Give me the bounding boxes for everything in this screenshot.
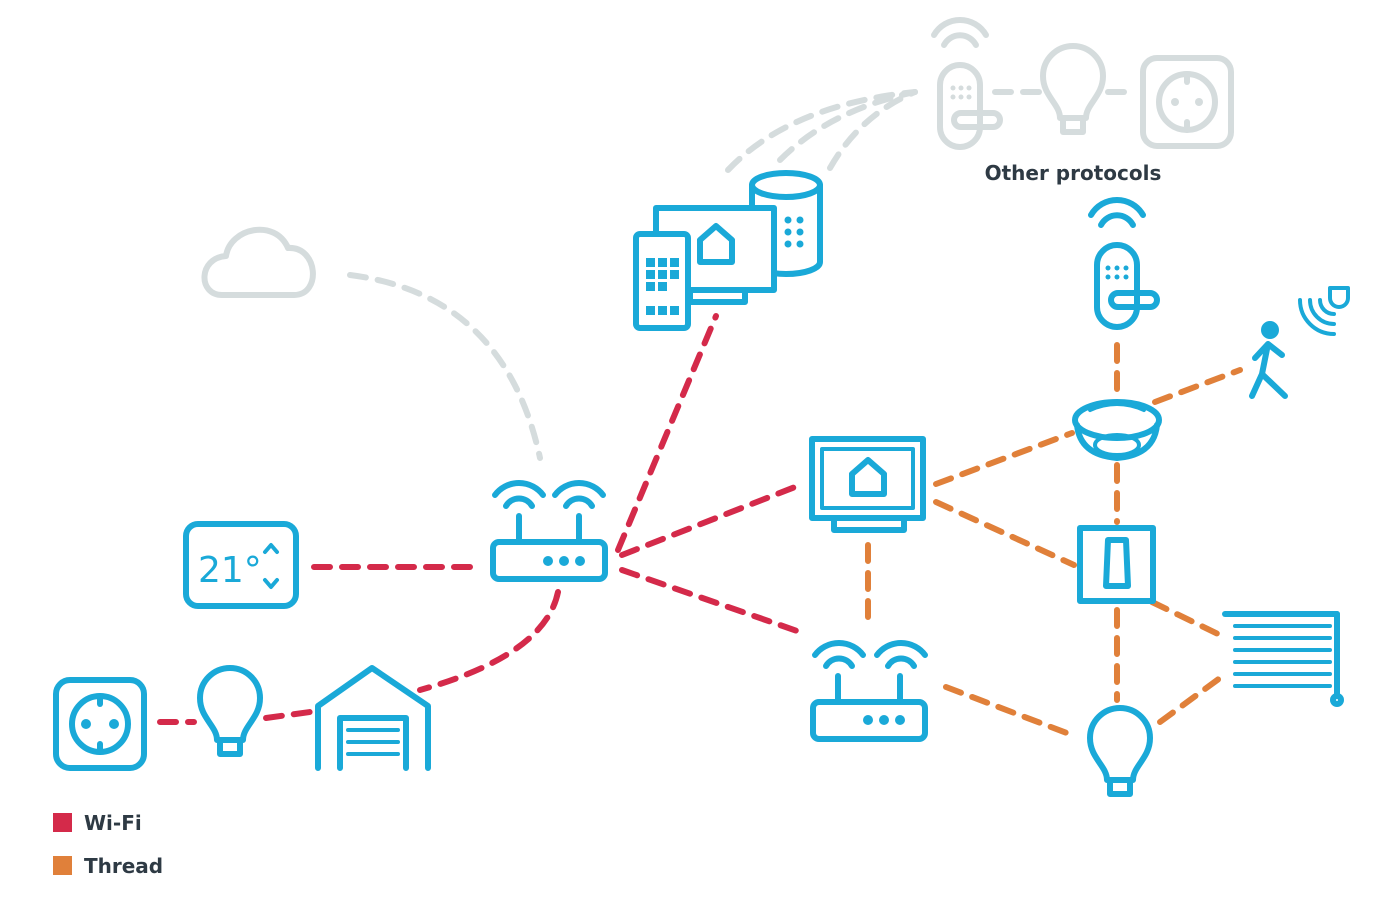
legend-swatch-thread <box>53 856 72 875</box>
cloud-icon <box>201 226 316 298</box>
door-lock-icon <box>1091 200 1157 327</box>
thread-link <box>1149 599 1221 637</box>
legend-label-thread: Thread <box>84 854 163 878</box>
thread-link <box>933 430 1075 487</box>
legend-swatch-wifi <box>53 813 72 832</box>
legend-label-wifi: Wi-Fi <box>84 811 142 835</box>
thermostat-icon: 21° <box>183 521 299 609</box>
wifi-link <box>263 709 313 721</box>
other-protocol-link <box>827 89 918 171</box>
thread-links <box>865 342 1243 738</box>
display-icon <box>809 436 926 533</box>
door-lock-icon <box>934 20 1000 147</box>
light-bulb-icon <box>1043 46 1103 132</box>
thread-link <box>1157 675 1223 725</box>
other-protocol-link <box>725 89 918 173</box>
window-blinds-icon <box>1222 611 1344 707</box>
other-protocol-link <box>777 89 918 163</box>
legend: Wi-Fi Thread <box>53 811 163 878</box>
thread-link <box>1152 367 1243 405</box>
smoke-detector-icon <box>1072 399 1162 461</box>
wifi-link <box>417 589 561 693</box>
thread-link <box>943 684 1075 738</box>
garage-door-icon <box>315 665 431 771</box>
motion-sensor-icon <box>1249 286 1350 399</box>
wifi-router-icon <box>490 480 608 582</box>
power-socket-icon <box>56 680 144 768</box>
light-switch-icon <box>1077 525 1156 604</box>
cloud-link <box>347 272 543 461</box>
wifi-link <box>619 482 803 558</box>
thread-link <box>933 499 1077 568</box>
smart-hub-icon <box>633 170 823 331</box>
other-protocols-label: Other protocols <box>985 161 1162 185</box>
light-bulb-icon <box>200 668 260 754</box>
thermostat-temperature: 21° <box>198 550 262 591</box>
wifi-link <box>619 567 803 635</box>
other-protocols-devices <box>934 20 1231 147</box>
wifi-link <box>615 313 719 553</box>
light-bulb-icon <box>1090 708 1150 794</box>
thread-border-router-icon <box>810 640 928 742</box>
power-socket-icon <box>1143 58 1231 146</box>
wifi-links <box>157 313 803 725</box>
other-links <box>347 89 1135 461</box>
